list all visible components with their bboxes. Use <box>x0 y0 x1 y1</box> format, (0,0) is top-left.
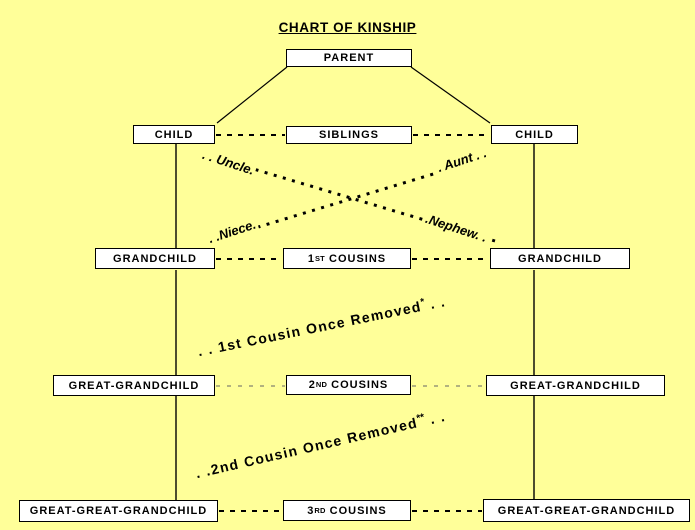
box-great-great-grandchild-right: GREAT-GREAT-GRANDCHILD <box>483 499 690 522</box>
box-great-grandchild-right: GREAT-GRANDCHILD <box>486 375 665 396</box>
line-parent-to-left-child <box>216 66 288 124</box>
box-siblings: SIBLINGS <box>286 126 412 144</box>
first-cousin-once-removed-trailing-dots: . . <box>423 293 448 314</box>
box-child-left: CHILD <box>133 125 215 144</box>
box-great-great-grandchild-left: GREAT-GREAT-GRANDCHILD <box>19 500 218 522</box>
2nd-cousins-number: 2 <box>308 379 316 391</box>
box-child-right: CHILD <box>491 125 578 144</box>
1st-cousins-number: 1 <box>307 252 315 265</box>
second-cousin-once-removed-trailing-dots: . . <box>423 407 448 429</box>
box-grandchild-right: GRANDCHILD <box>490 248 630 269</box>
2nd-cousins-word: COUSINS <box>327 379 389 391</box>
box-grandchild-left: GRANDCHILD <box>95 248 215 269</box>
3rd-cousins-word: COUSINS <box>325 504 387 517</box>
box-parent: PARENT <box>286 49 412 67</box>
page-title: CHART OF KINSHIP <box>278 20 417 35</box>
line-parent-to-right-child <box>410 66 491 124</box>
box-great-grandchild-left: GREAT-GRANDCHILD <box>53 375 215 396</box>
1st-cousins-word: COUSINS <box>324 252 387 265</box>
3rd-cousins-number: 3 <box>307 504 315 517</box>
